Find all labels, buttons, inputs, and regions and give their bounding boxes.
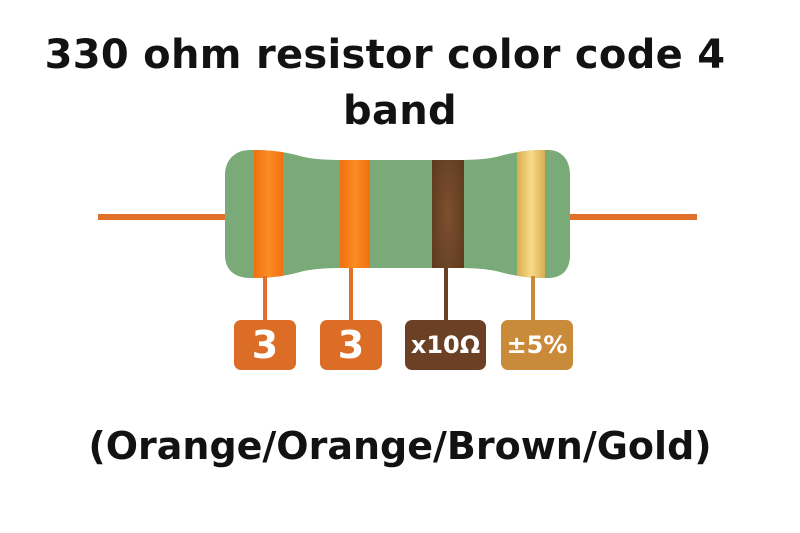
left-lead <box>98 214 228 220</box>
band-2-value-label: 3 <box>320 320 382 370</box>
band-4-gold <box>517 150 545 278</box>
diagram-title-line1: 330 ohm resistor color code 4 <box>44 32 726 78</box>
band-3-brown <box>432 150 464 278</box>
multiplier-label: x10Ω <box>405 320 486 370</box>
right-lead <box>567 214 697 220</box>
connector-line-3 <box>444 268 448 322</box>
color-sequence-caption: (Orange/Orange/Brown/Gold) <box>88 424 712 468</box>
tolerance-label: ±5% <box>501 320 573 370</box>
band-1-orange <box>254 150 283 278</box>
connector-line-2 <box>349 268 353 322</box>
band-1-value-label: 3 <box>234 320 296 370</box>
connector-line-4 <box>531 276 535 322</box>
diagram-title-line2: band <box>343 88 457 134</box>
resistor-body <box>225 150 570 278</box>
connector-line-1 <box>263 276 267 322</box>
band-2-orange <box>340 150 370 278</box>
